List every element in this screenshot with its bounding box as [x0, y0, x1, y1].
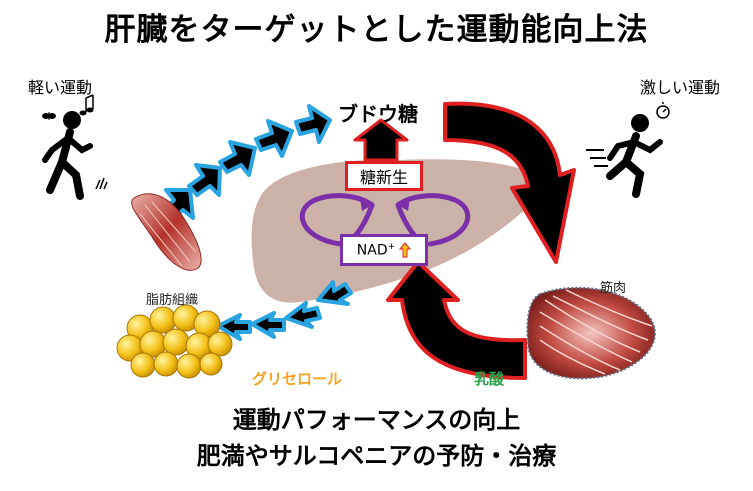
- light-exercise-label: 軽い運動: [28, 78, 93, 97]
- nad-cycle-arrows: [299, 193, 471, 247]
- outcome-line-1: 運動パフォーマンスの向上: [232, 406, 521, 434]
- large-muscle-image: [526, 286, 656, 380]
- walking-person-icon: [42, 111, 108, 200]
- running-person-icon: [586, 114, 663, 198]
- small-muscle-image: [131, 193, 202, 271]
- lactate-label: 乳酸: [474, 370, 505, 388]
- adipose-tissue-image: [116, 304, 233, 379]
- nad-increase-arrow-icon: [399, 242, 412, 258]
- nad-label: NAD+: [356, 241, 396, 259]
- intense-exercise-label: 激しい運動: [640, 78, 721, 97]
- muscle-label: 筋肉: [600, 281, 627, 296]
- page-title: 肝臓をターゲットとした運動能向上法: [104, 12, 649, 48]
- lactate-to-liver-arrow: [386, 260, 527, 380]
- glucose-up-arrow: [353, 118, 409, 162]
- gluconeogenesis-label: 糖新生: [359, 168, 408, 187]
- lower-arrow-chain: [216, 280, 353, 341]
- gluconeogenesis-box: 糖新生: [345, 161, 423, 191]
- adipose-tissue-label: 脂肪組織: [146, 293, 199, 308]
- stopwatch-icon: [656, 102, 670, 119]
- glycerol-label: グリセロール: [252, 370, 343, 388]
- outcome-line-2: 肥満やサルコペニアの予防・治療: [196, 442, 557, 470]
- music-notes-icon: [79, 94, 94, 116]
- glucose-label: ブドウ糖: [338, 102, 418, 126]
- glucose-to-muscle-arrow: [443, 101, 576, 264]
- nad-box: NAD+: [340, 234, 428, 266]
- butterfly-icon: [42, 112, 56, 120]
